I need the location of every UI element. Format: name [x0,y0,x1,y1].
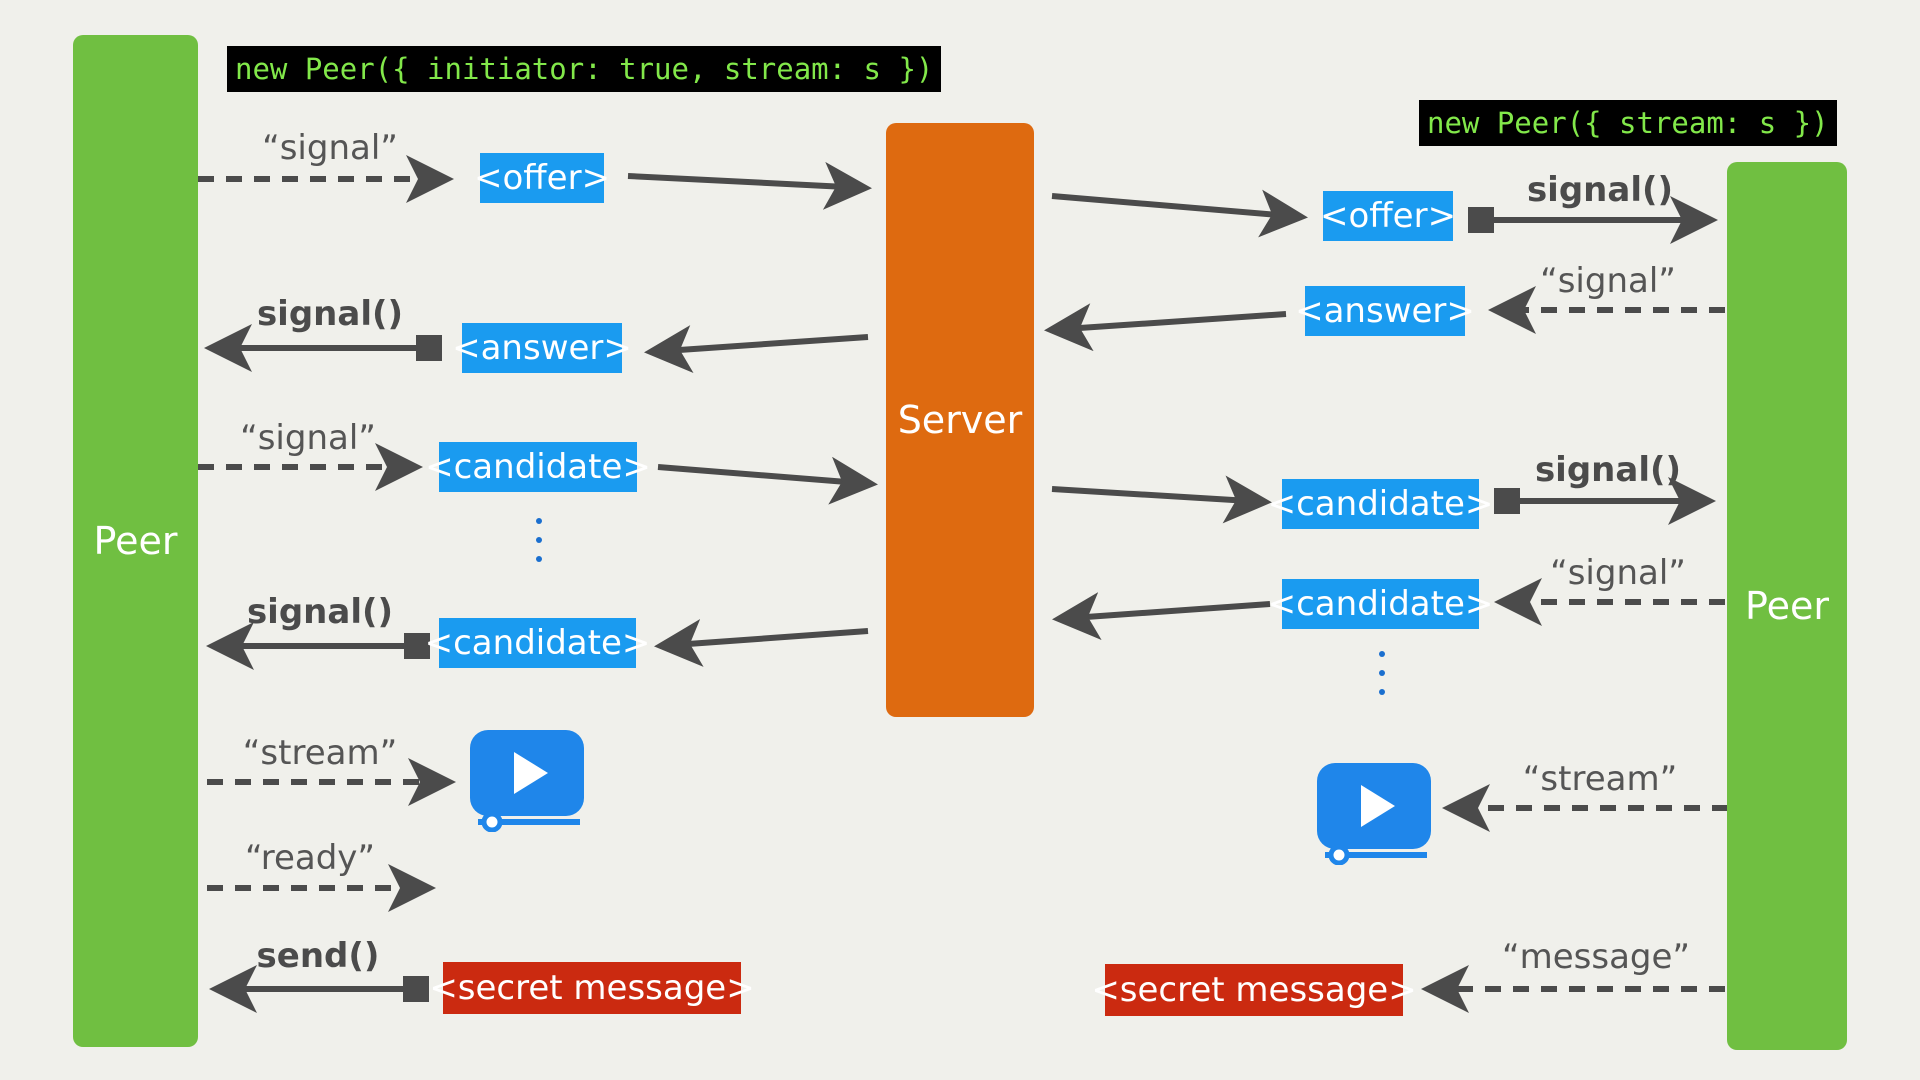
right-offer-box: <offer> [1320,191,1456,241]
right-signal-event-1-label: “signal” [1540,261,1676,301]
video-play-icon [470,730,584,832]
left-answer-box: <answer> [452,323,632,373]
arrow-offer-to-server [627,161,872,210]
right-signal-call-1-label: signal() [1526,170,1674,210]
server-label: Server [897,398,1023,442]
video-play-icon [1317,763,1431,865]
left-ready-event-label: “ready” [244,838,376,878]
left-peer-label: Peer [93,519,178,563]
right-candidate-in-box: <candidate> [1268,479,1493,529]
arrow-server-to-right-candidate [1051,475,1272,524]
left-peer-code: new Peer({ initiator: true, stream: s }) [227,46,942,92]
left-ellipsis [536,518,542,562]
right-secret-message-box: <secret message> [1091,964,1417,1016]
left-signal-event-2-label: “signal” [240,418,376,458]
left-send-call-label: send() [256,936,380,976]
left-peer: Peer [73,35,198,1047]
server: Server [886,123,1034,717]
left-candidate-in-box: <candidate> [425,618,650,668]
right-message-event-label: “message” [1501,937,1691,977]
left-secret-message-box: <secret message> [429,962,755,1014]
arrow-tail-left-1 [416,335,442,361]
right-signal-event-2-label: “signal” [1550,553,1686,593]
arrow-server-to-candidate [654,619,869,667]
right-answer-box: <answer> [1295,286,1475,336]
arrow-candidate-to-server [657,456,878,505]
right-peer-code: new Peer({ stream: s }) [1419,100,1837,146]
right-stream-event-label: “stream” [1522,759,1678,799]
left-offer-box: <offer> [474,153,610,203]
right-signal-call-2-label: signal() [1534,450,1682,490]
right-peer-label: Peer [1745,584,1829,628]
arrow-tail-right-1 [1468,207,1494,233]
left-candidate-out-box: <candidate> [425,442,651,492]
left-signal-call-1-label: signal() [256,294,404,334]
arrow-server-to-answer [644,325,869,374]
right-ellipsis [1379,651,1385,695]
arrow-right-answer-to-server [1044,303,1287,352]
right-candidate-out-box: <candidate> [1268,579,1493,629]
left-signal-event-1-label: “signal” [262,128,398,168]
left-stream-event-label: “stream” [242,733,398,773]
arrow-tail-right-2 [1494,488,1520,514]
left-signal-call-2-label: signal() [246,592,394,632]
arrow-server-to-right-offer [1051,189,1308,238]
arrow-right-candidate-to-server [1052,592,1271,640]
arrow-tail-left-2 [404,633,430,659]
arrow-tail-left-3 [403,976,429,1002]
right-peer: Peer [1727,162,1847,1050]
